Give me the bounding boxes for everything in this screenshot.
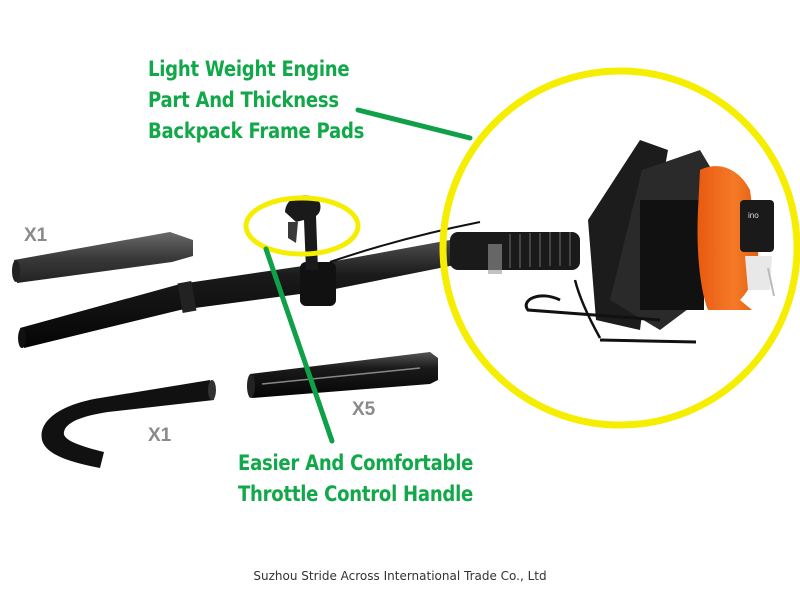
curved-nozzle-quantity: X1 bbox=[148, 425, 172, 446]
extension-tube-quantity: X5 bbox=[352, 399, 376, 420]
handle-leader-line bbox=[263, 246, 335, 444]
engine-highlight-ring bbox=[439, 67, 800, 429]
handle-highlight-ring bbox=[243, 195, 361, 257]
handle-callout-line-1: Easier And Comfortable bbox=[238, 451, 474, 475]
curved-nozzle bbox=[41, 380, 216, 468]
engine-leader-line bbox=[355, 107, 473, 141]
backpack-engine: ino bbox=[524, 140, 775, 344]
extension-tube bbox=[247, 352, 438, 398]
engine-callout-line-2: Part And Thickness bbox=[148, 88, 339, 112]
engine-callout-line-1: Light Weight Engine bbox=[148, 57, 350, 81]
engine-callout-line-3: Backpack Frame Pads bbox=[148, 119, 365, 143]
handle-callout: Easier And Comfortable Throttle Control … bbox=[238, 448, 473, 510]
throttle-handle bbox=[285, 195, 321, 270]
straight-nozzle-quantity: X1 bbox=[24, 225, 48, 246]
svg-text:ino: ino bbox=[748, 211, 759, 220]
handle-callout-line-2: Throttle Control Handle bbox=[238, 482, 474, 506]
company-name: Suzhou Stride Across International Trade… bbox=[253, 569, 547, 583]
engine-callout: Light Weight Engine Part And Thickness B… bbox=[148, 54, 364, 147]
straight-nozzle bbox=[12, 232, 193, 283]
main-blow-tube bbox=[18, 221, 580, 348]
